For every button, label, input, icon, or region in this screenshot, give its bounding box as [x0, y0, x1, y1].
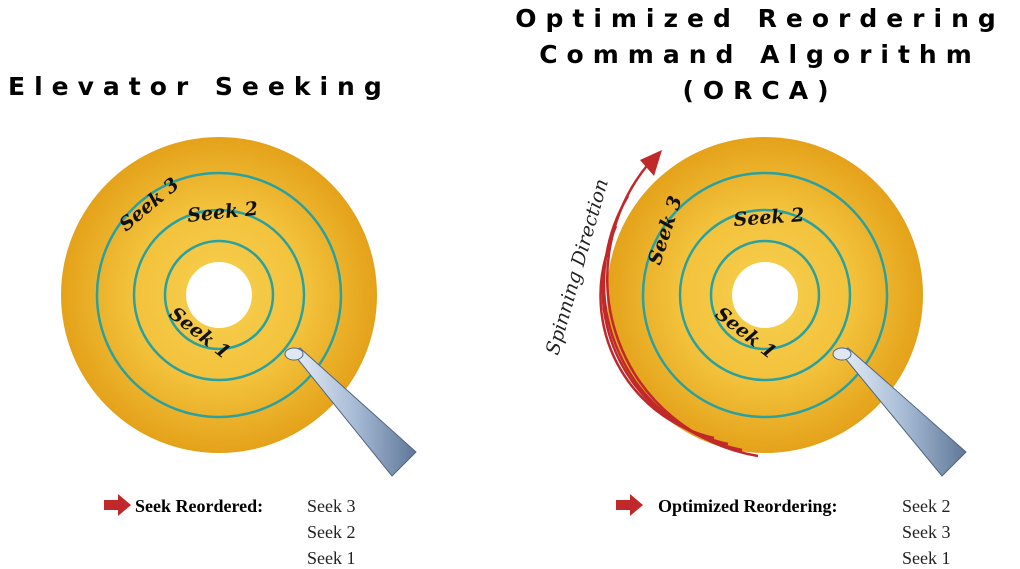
left-order-1: Seek 3 — [307, 496, 356, 516]
left-track-outer — [95, 171, 343, 419]
right-actuator-arm-icon — [832, 347, 967, 477]
left-track-middle — [132, 208, 306, 382]
left-red-arrow-icon — [104, 494, 131, 516]
left-track-inner — [163, 239, 275, 351]
orca-title-line-1: Optimized Reordering — [515, 4, 1005, 33]
seek-reordered-label: Seek Reordered: — [135, 496, 263, 516]
spin-arrow-icon — [599, 150, 759, 458]
right-order-1: Seek 2 — [902, 496, 951, 516]
right-disk: Seek 3 Seek 2 Seek 1 — [607, 137, 967, 477]
orca-title-line-2: Command Algorithm — [539, 40, 981, 69]
left-order-3: Seek 1 — [307, 548, 356, 568]
right-red-arrow-icon — [616, 494, 643, 516]
left-spindle-hole — [186, 262, 252, 328]
right-spindle-hole — [732, 262, 798, 328]
left-disk: Seek 3 Seek 2 Seek 1 — [61, 137, 417, 477]
right-track-inner — [709, 239, 821, 351]
right-order-2: Seek 3 — [902, 522, 951, 542]
elevator-seeking-title: Elevator Seeking — [8, 72, 391, 101]
left-actuator-arm-icon — [284, 347, 417, 477]
right-seek2-label: Seek 2 — [733, 204, 805, 231]
orca-title-line-3: (ORCA) — [682, 76, 838, 105]
right-order-3: Seek 1 — [902, 548, 951, 568]
right-track-middle — [678, 208, 852, 382]
left-order-2: Seek 2 — [307, 522, 356, 542]
right-track-outer — [641, 171, 889, 419]
optimized-reordering-label: Optimized Reordering: — [658, 496, 837, 516]
